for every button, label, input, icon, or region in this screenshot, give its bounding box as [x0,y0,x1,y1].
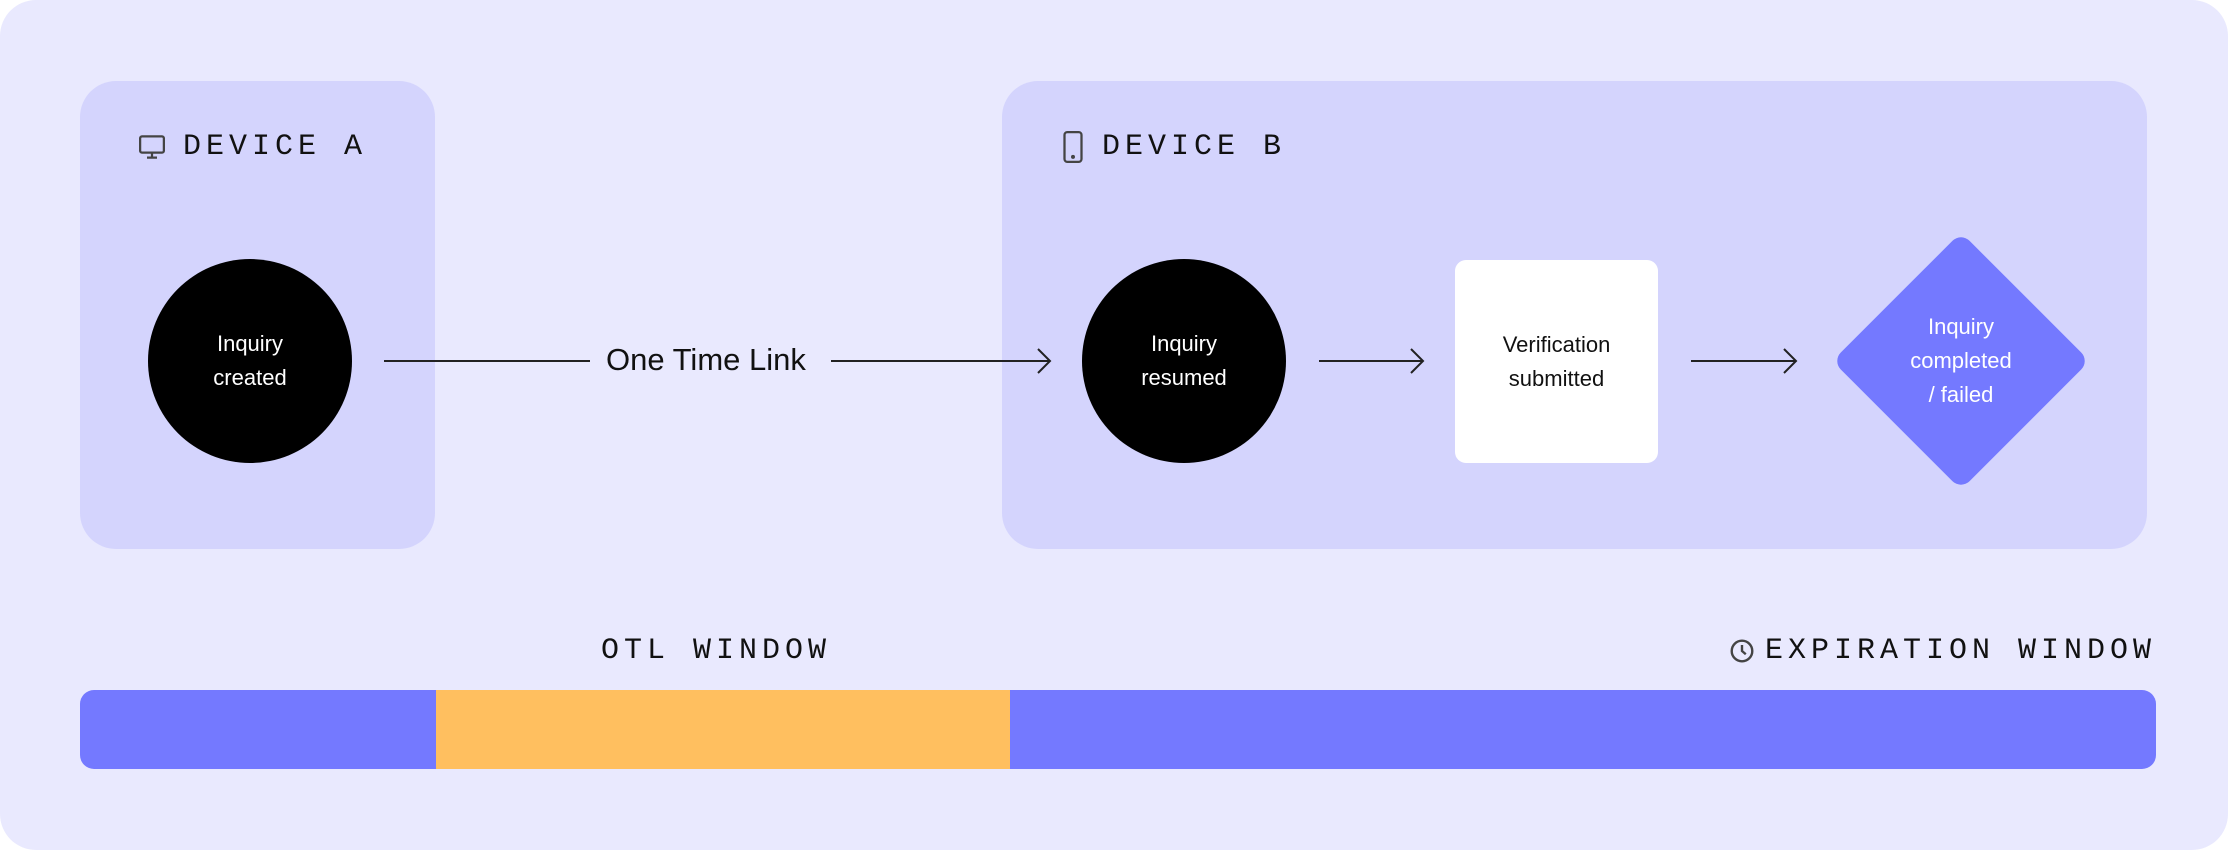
timeline-bar [80,690,2156,769]
device-a-title: DEVICE A [137,130,367,164]
inquiry-created-node: Inquiry created [148,259,352,463]
node-text: submitted [1508,365,1605,391]
expiration-window-text: EXPIRATION WINDOW [1764,634,2156,668]
device-a-label: DEVICE A [183,130,368,164]
node-text: Inquiry [1150,331,1218,356]
one-time-link-label: One Time Link [606,342,806,377]
clock-icon [1730,639,1754,663]
device-b-title: DEVICE B [1060,130,1286,164]
node-text: created [213,365,287,390]
expiration-window-label: EXPIRATION WINDOW [1729,634,2156,668]
arrowhead [1037,348,1052,374]
arrowhead [1410,348,1425,374]
arrowhead [1783,348,1798,374]
node-text: completed [1910,348,2012,373]
timeline-segment-otl-window [436,690,1010,769]
smartphone-icon [1063,130,1083,164]
inquiry-completed-text: Inquiry completed / failed [1861,261,2061,461]
timeline-segment-pre-otl [80,690,436,769]
device-b-label: DEVICE B [1102,130,1287,164]
node-text: Inquiry [1927,314,1995,339]
monitor-icon [139,135,165,159]
node-text: resumed [1141,365,1227,390]
otl-window-label: OTL WINDOW [601,634,831,668]
timeline-segment-expiration [1010,690,2156,769]
otl-window-text: OTL WINDOW [601,634,832,668]
node-text: Verification [1502,331,1611,357]
verification-submitted-node: Verification submitted [1455,260,1658,463]
node-text: Inquiry [216,331,284,356]
inquiry-resumed-node: Inquiry resumed [1082,259,1286,463]
node-text: / failed [1928,382,1994,407]
